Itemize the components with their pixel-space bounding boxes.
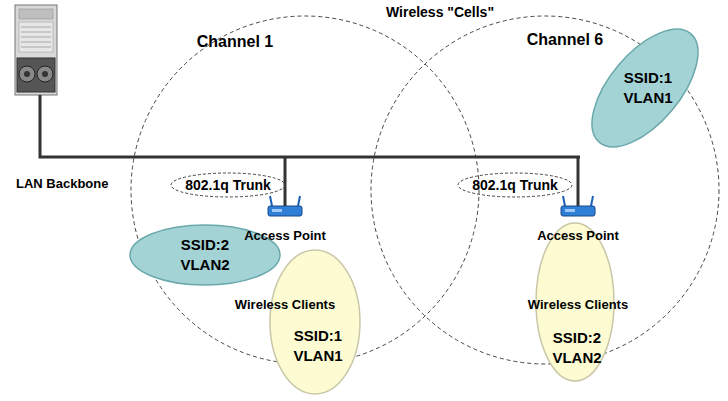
figure-label: Wireless "Cells" xyxy=(386,4,494,20)
ssid-vlan-ellipse-shape xyxy=(270,250,360,394)
server-icon xyxy=(15,5,57,95)
cell-title: Channel 1 xyxy=(197,32,273,52)
ssid-vlan-ellipse-outline xyxy=(269,249,361,395)
trunk-ellipse-shape xyxy=(171,173,285,197)
cell-title: Channel 6 xyxy=(527,30,603,50)
ssid-label: SSID:1 VLAN1 xyxy=(613,68,683,108)
trunk-label: 802.1q Trunk xyxy=(185,175,271,195)
trunk-ellipse-shape xyxy=(458,173,572,197)
ssid-vlan-ellipse: SSID:1 VLAN1 xyxy=(269,249,361,395)
clients-label: Wireless Clients xyxy=(528,297,628,313)
clients-label: Wireless Clients xyxy=(235,297,335,313)
trunk-ellipse: 802.1q Trunk xyxy=(457,172,573,198)
access-point-icon xyxy=(268,196,302,216)
ssid-label: SSID:1 VLAN1 xyxy=(283,326,353,366)
trunk-ellipse: 802.1q Trunk xyxy=(170,172,286,198)
ssid-label: SSID:2 VLAN2 xyxy=(542,328,612,368)
wireless-cell-shape xyxy=(131,16,479,364)
ssid-vlan-ellipse-shape xyxy=(573,11,718,165)
access-point-icon xyxy=(561,196,595,216)
backbone-label: LAN Backbone xyxy=(16,176,108,192)
device-label: Access Point xyxy=(537,228,619,244)
ssid-label: SSID:2 VLAN2 xyxy=(170,235,240,275)
lan-backbone xyxy=(40,95,580,206)
device-label: Access Point xyxy=(244,228,326,244)
trunk-label: 802.1q Trunk xyxy=(472,175,558,195)
